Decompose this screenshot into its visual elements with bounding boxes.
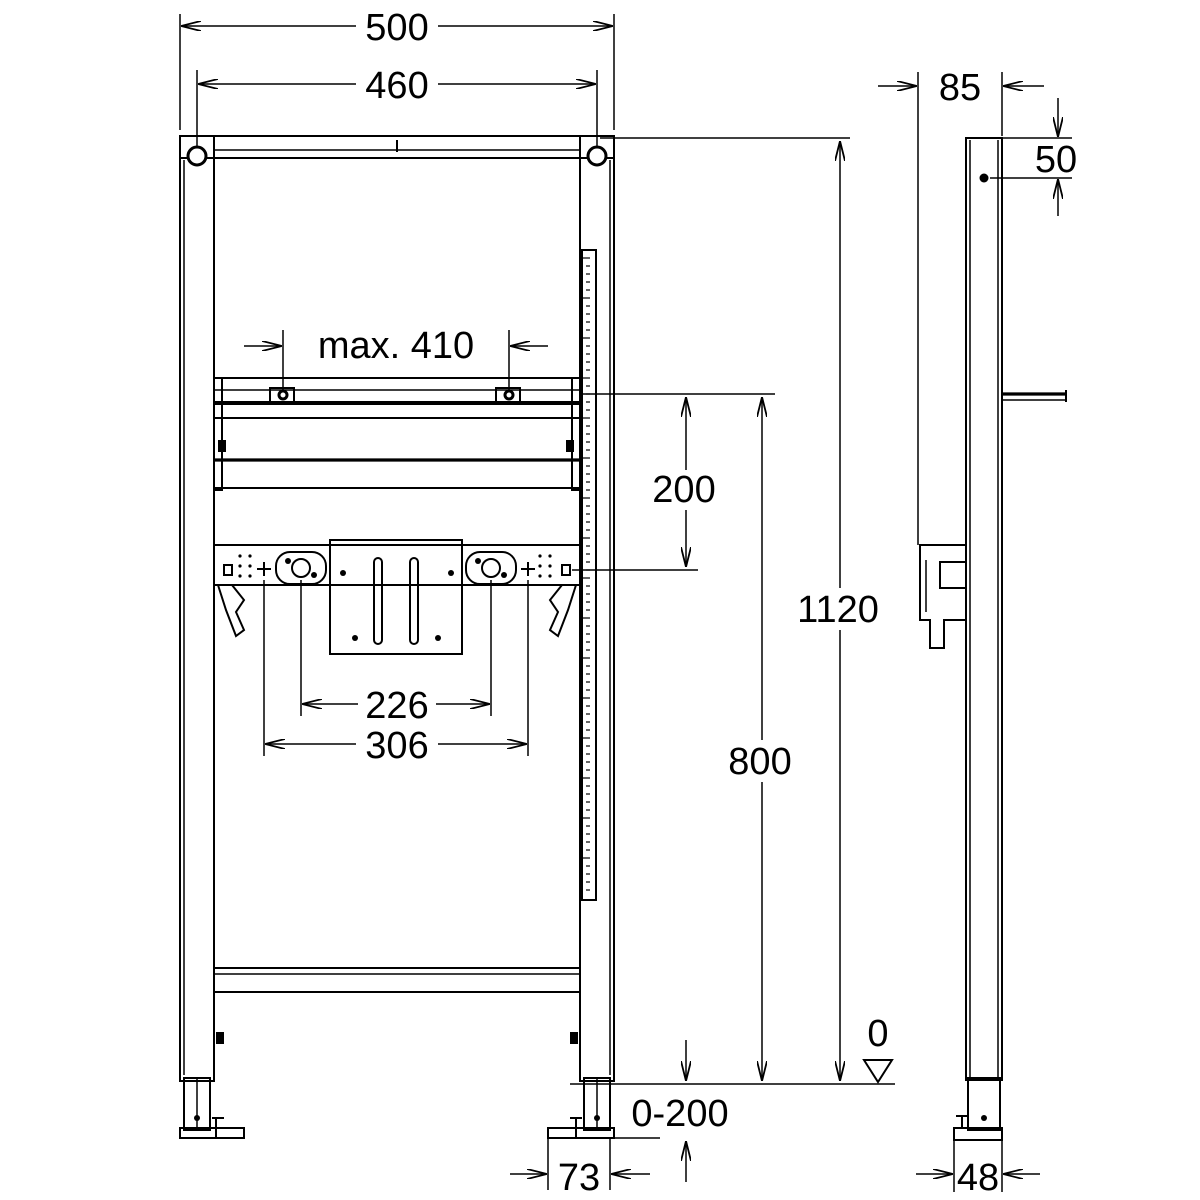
plate-dot [248, 554, 252, 558]
floor-level-icon [862, 1059, 894, 1084]
height-scale [583, 257, 590, 891]
plate-dot [238, 554, 242, 558]
plate-dot [248, 574, 252, 578]
plate-dot [548, 564, 552, 568]
dim-73-label: 73 [558, 1157, 600, 1199]
dim-306-label: 306 [365, 725, 428, 767]
dim-460-label: 460 [365, 65, 428, 107]
dim-200-label: 200 [652, 469, 715, 511]
plate-dot [238, 564, 242, 568]
dim-800-label: 800 [728, 741, 791, 783]
side-view [919, 137, 1067, 1141]
dim-max410-label: max. 410 [318, 325, 474, 367]
dim-226-label: 226 [365, 685, 428, 727]
floor-level-label: 0 [867, 1013, 888, 1055]
mounting-hole-right [586, 145, 608, 167]
dim-50-label: 50 [1035, 139, 1077, 181]
plate-dot [238, 574, 242, 578]
front-view [179, 135, 615, 1139]
dim-1120-label: 1120 [797, 589, 879, 631]
dim-500-label: 500 [365, 7, 428, 49]
plate-dot [548, 554, 552, 558]
side-dimensions: 85 50 48 [878, 67, 1077, 1199]
plate-dot [538, 554, 542, 558]
mounting-hole-left [186, 145, 208, 167]
plate-dot [248, 564, 252, 568]
dim-0-200-label: 0-200 [631, 1093, 728, 1135]
dim-48-label: 48 [957, 1157, 999, 1199]
plate-dot [538, 564, 542, 568]
plate-dot [538, 574, 542, 578]
front-dimensions: 500 460 max. 410 226 306 200 [179, 7, 895, 1199]
dim-85-label: 85 [939, 67, 981, 109]
plate-dot [548, 574, 552, 578]
